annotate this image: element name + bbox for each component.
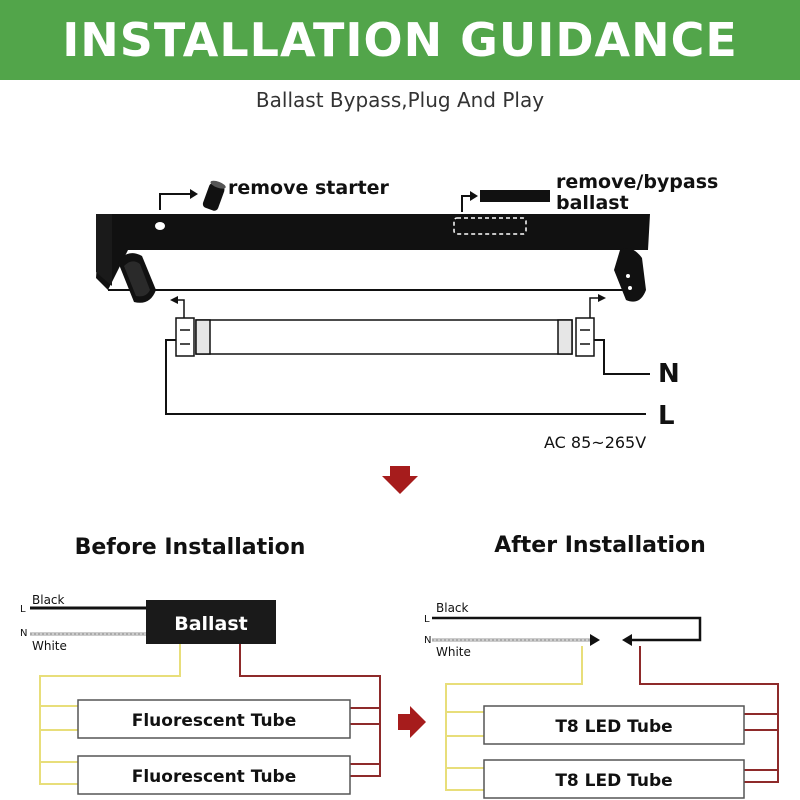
starter-arrow-line xyxy=(159,193,196,210)
after-l-label: L xyxy=(424,614,430,625)
fixture-housing-end xyxy=(96,214,112,286)
left-socket-arrow-head xyxy=(170,296,178,304)
subtitle: Ballast Bypass,Plug And Play xyxy=(255,88,545,112)
page-title: INSTALLATION GUIDANCE xyxy=(62,13,738,67)
led-tube-2 xyxy=(483,759,745,799)
remove-starter-label: remove starter xyxy=(228,177,390,199)
after-red-wires xyxy=(639,646,779,783)
led-tube xyxy=(195,319,573,355)
after-white-arrow-icon xyxy=(590,634,600,646)
fluorescent-tube-2 xyxy=(77,755,351,795)
live-label: L xyxy=(658,401,675,431)
starter-hole xyxy=(155,222,165,230)
after-yellow-wires xyxy=(445,646,583,791)
down-arrow-icon xyxy=(382,466,418,494)
led-tube-1-label: T8 LED Tube xyxy=(555,717,672,737)
fixture-illustration xyxy=(96,180,650,415)
after-black-label: Black xyxy=(436,601,469,615)
fluorescent-tube-1 xyxy=(77,699,351,739)
tube-end-right xyxy=(557,319,573,355)
after-n-label: N xyxy=(424,635,431,646)
right-socket-arrow-head xyxy=(598,294,606,302)
starter-arrow-head xyxy=(190,189,198,199)
led-tube-2-label: T8 LED Tube xyxy=(555,771,672,791)
before-red-wires xyxy=(239,644,381,777)
right-end-cap-hole xyxy=(626,274,630,278)
before-white-label: White xyxy=(32,639,67,653)
remove-bypass-label: remove/bypass xyxy=(556,171,718,193)
voltage-label: AC 85~265V xyxy=(544,433,646,452)
title-banner: INSTALLATION GUIDANCE xyxy=(0,0,800,80)
before-l-label: L xyxy=(20,604,26,615)
ballast-box xyxy=(146,600,276,644)
left-socket xyxy=(175,317,195,357)
ballast-label: ballast xyxy=(556,192,629,214)
led-tube-1 xyxy=(483,705,745,745)
ballast-arrow-head xyxy=(470,191,478,201)
right-end-cap-hole xyxy=(628,286,632,290)
fixture-housing xyxy=(96,214,650,290)
ballast-block xyxy=(480,190,550,202)
left-socket-arrow xyxy=(176,299,185,318)
after-black-wire xyxy=(432,616,702,642)
before-yellow-wires xyxy=(39,644,181,785)
after-wiring xyxy=(432,616,779,799)
live-wire xyxy=(165,339,646,415)
before-n-label: N xyxy=(20,628,27,639)
right-end-cap xyxy=(614,248,646,302)
neutral-wire xyxy=(594,339,650,375)
ballast-label-text: Ballast xyxy=(174,613,248,635)
right-socket-arrow xyxy=(589,297,600,318)
after-black-arrow-icon xyxy=(622,634,632,646)
starter xyxy=(202,180,226,211)
before-black-label: Black xyxy=(32,593,65,607)
after-white-label: White xyxy=(436,645,471,659)
fluorescent-tube-2-label: Fluorescent Tube xyxy=(132,767,297,787)
after-heading: After Installation xyxy=(494,533,706,558)
fluorescent-tube-1-label: Fluorescent Tube xyxy=(132,711,297,731)
right-arrow-icon xyxy=(398,706,426,738)
left-end-cap-inner xyxy=(124,261,150,297)
right-socket xyxy=(575,317,595,357)
tube-end-left xyxy=(195,319,211,355)
neutral-label: N xyxy=(658,359,680,389)
before-wiring xyxy=(30,600,381,795)
before-heading: Before Installation xyxy=(75,535,306,560)
